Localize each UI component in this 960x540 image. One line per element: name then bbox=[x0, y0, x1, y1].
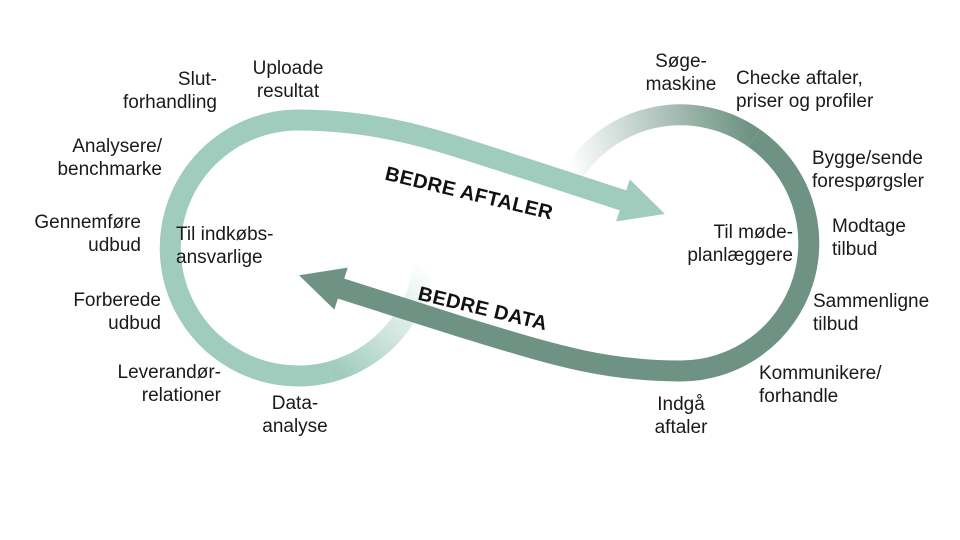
bedre-data-arrow bbox=[299, 129, 820, 382]
label-til-mode-planlaeggere: Til møde- planlæggere bbox=[687, 222, 793, 266]
label-gennemfore-udbud: Gennemføre udbud bbox=[34, 212, 141, 256]
label-data-analyse: Data- analyse bbox=[262, 393, 328, 437]
label-kommunikere-forhandle: Kommunikere/ forhandle bbox=[759, 363, 882, 407]
label-bygge-sende: Bygge/sende forespørgsler bbox=[812, 148, 924, 192]
left-loop-fade-arc bbox=[327, 264, 435, 383]
label-checke-aftaler: Checke aftaler, priser og profiler bbox=[736, 68, 874, 112]
label-uploade-resultat: Uploade resultat bbox=[252, 58, 324, 102]
label-soge-maskine: Søge- maskine bbox=[645, 51, 717, 95]
label-analysere-benchmarke: Analysere/ benchmarke bbox=[57, 136, 162, 180]
right-loop-fade-arc bbox=[563, 104, 761, 181]
label-modtage-tilbud: Modtage tilbud bbox=[832, 216, 906, 260]
label-til-indkobs-ansvarlige: Til indkøbs- ansvarlige bbox=[176, 224, 274, 268]
bedre-aftaler-arrow bbox=[159, 109, 665, 387]
label-slut-forhandling: Slut- forhandling bbox=[122, 69, 217, 113]
label-forberede-udbud: Forberede udbud bbox=[73, 290, 161, 334]
label-indga-aftaler: Indgå aftaler bbox=[654, 394, 708, 438]
label-leverandor-relationer: Leverandør- relationer bbox=[117, 362, 222, 406]
label-sammenligne-tilbud: Sammenligne tilbud bbox=[813, 291, 930, 335]
